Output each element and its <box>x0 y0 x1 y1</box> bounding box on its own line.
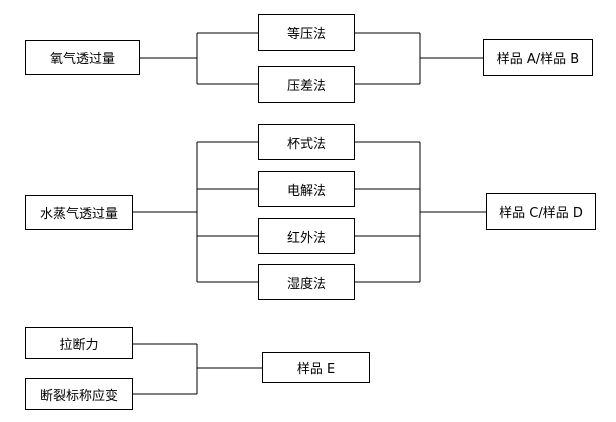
sample-box-a-b: 样品 A/样品 B <box>483 39 593 76</box>
property-box-nominal-strain: 断裂标称应变 <box>25 378 133 410</box>
method-box-isobaric: 等压法 <box>258 14 355 51</box>
sample-box-c-d: 样品 C/样品 D <box>486 193 596 230</box>
property-box-oxygen: 氧气透过量 <box>25 40 140 75</box>
method-box-electrolytic: 电解法 <box>258 171 355 207</box>
method-box-cup: 杯式法 <box>258 124 355 160</box>
method-box-infrared: 红外法 <box>258 218 355 254</box>
sample-box-e: 样品 E <box>262 352 370 383</box>
method-box-humidity: 湿度法 <box>258 264 355 300</box>
property-box-tensile-force: 拉断力 <box>25 327 133 359</box>
property-box-water-vapor: 水蒸气透过量 <box>25 195 133 230</box>
method-box-differential-pressure: 压差法 <box>258 66 355 103</box>
